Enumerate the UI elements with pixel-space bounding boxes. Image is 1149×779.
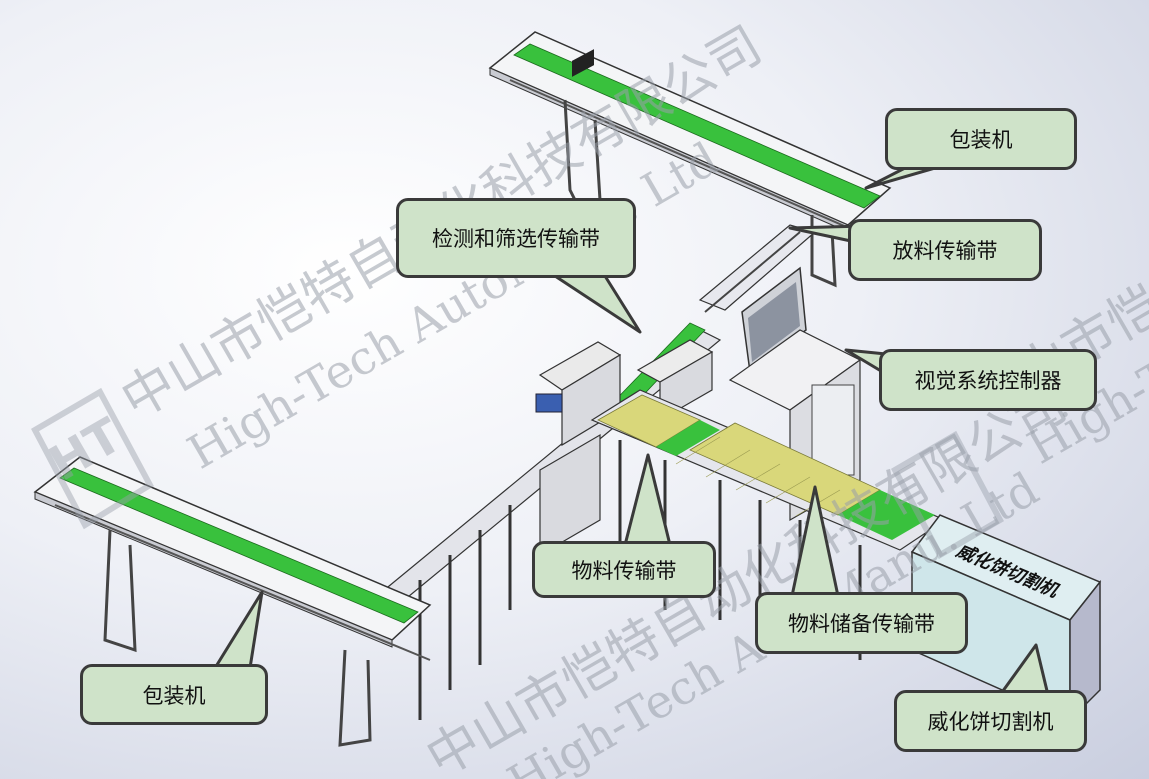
label-discharge-conveyor: 放料传输带 xyxy=(848,219,1042,281)
left-packaging-machine xyxy=(33,456,432,747)
label-storage-conveyor: 物料储备传输带 xyxy=(755,592,968,654)
label-material-conveyor: 物料传输带 xyxy=(532,541,716,598)
watermark-logo-2 xyxy=(891,430,1004,560)
label-packer-left: 包装机 xyxy=(80,664,268,725)
top-packaging-machine xyxy=(488,31,892,288)
label-packer-top: 包装机 xyxy=(885,108,1077,170)
label-inspect-conveyor: 检测和筛选传输带 xyxy=(396,198,636,278)
control-cabinet xyxy=(535,49,714,557)
label-vision-controller: 视觉系统控制器 xyxy=(879,349,1097,411)
label-cutter: 威化饼切割机 xyxy=(894,690,1087,752)
